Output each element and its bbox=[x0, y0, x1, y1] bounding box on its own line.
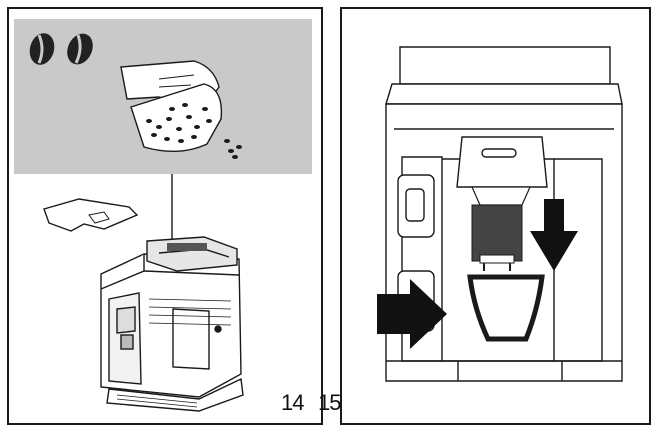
figure-14-panel bbox=[7, 7, 323, 425]
cup-icon bbox=[467, 274, 545, 342]
figure-number-14: 14 bbox=[281, 390, 305, 415]
coffee-bean-icon bbox=[29, 33, 93, 65]
brew-unit-illustration bbox=[377, 46, 623, 382]
coffee-machine-icon bbox=[100, 236, 244, 412]
arrow-right-icon bbox=[377, 279, 447, 349]
figure-number-15: 15 bbox=[318, 390, 342, 415]
bean-filling-illustration bbox=[14, 19, 312, 412]
arrow-down-icon bbox=[530, 199, 578, 271]
brew-unit-icon bbox=[456, 136, 548, 271]
figure-15-panel bbox=[340, 7, 651, 425]
hand-pouring-beans-icon bbox=[120, 60, 242, 159]
